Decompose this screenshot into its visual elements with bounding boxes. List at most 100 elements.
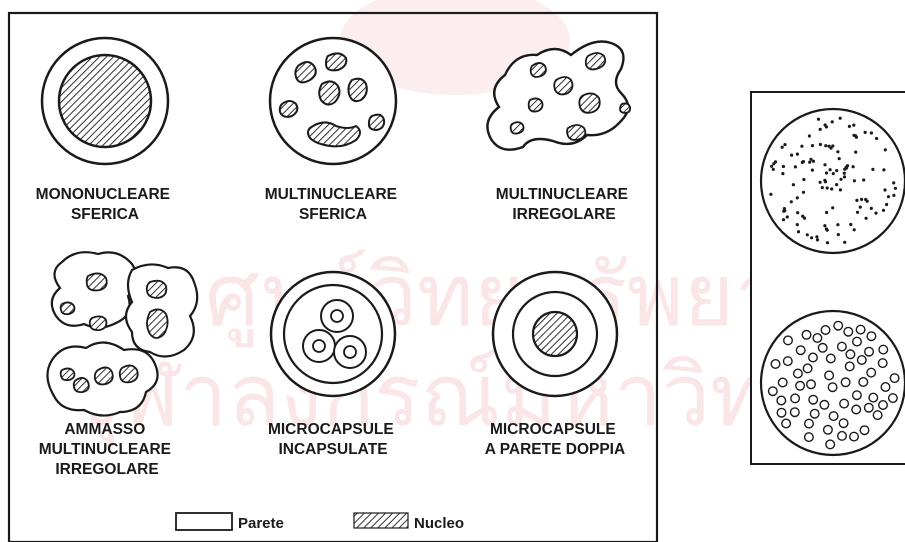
ring: [845, 362, 854, 371]
dot: [811, 169, 814, 172]
dot: [830, 187, 833, 190]
ring: [873, 411, 882, 420]
dot: [829, 147, 832, 150]
ring: [852, 405, 861, 414]
ring: [784, 336, 793, 345]
dot: [859, 206, 862, 209]
core-blob: [369, 115, 384, 130]
diagram-microcapsule-parete-doppia: [493, 272, 617, 396]
dot: [796, 196, 799, 199]
ring: [805, 433, 814, 442]
ring: [805, 419, 814, 428]
dot: [870, 131, 873, 134]
dot: [852, 165, 855, 168]
dot: [871, 168, 874, 171]
ring: [818, 344, 827, 353]
dot: [782, 218, 785, 221]
dot: [892, 194, 895, 197]
ring: [771, 360, 780, 369]
dot: [783, 207, 786, 210]
ring: [844, 327, 853, 336]
dot: [810, 236, 813, 239]
dot: [894, 187, 897, 190]
ring: [777, 396, 786, 405]
dot: [865, 217, 868, 220]
dot: [806, 233, 809, 236]
dot: [831, 120, 834, 123]
dot: [772, 162, 775, 165]
dot: [769, 193, 772, 196]
dot: [800, 145, 803, 148]
core-circle: [533, 312, 577, 356]
dot: [794, 165, 797, 168]
dot: [823, 179, 826, 182]
ring: [860, 426, 869, 435]
dot: [796, 223, 799, 226]
ring: [778, 378, 787, 387]
diagram-multinucleare-sferica: [270, 38, 396, 164]
core-blob: [348, 79, 366, 101]
ring: [889, 394, 898, 403]
ring: [858, 356, 867, 365]
dot: [781, 172, 784, 175]
ring: [856, 325, 865, 334]
ring: [796, 346, 805, 355]
dot: [835, 183, 838, 186]
dot: [848, 125, 851, 128]
dot: [819, 181, 822, 184]
legend-wall-label: Parete: [238, 515, 284, 532]
legend-core-label: Nucleo: [414, 515, 464, 532]
core-blob: [120, 365, 138, 382]
core-blob: [87, 273, 107, 290]
dot: [884, 148, 887, 151]
dot: [864, 131, 867, 134]
ring: [827, 354, 836, 363]
ring: [869, 393, 878, 402]
dot: [870, 207, 873, 210]
ring: [878, 359, 887, 368]
dot: [855, 199, 858, 202]
dot: [885, 203, 888, 206]
dot: [790, 154, 793, 157]
ring: [839, 419, 848, 428]
ring: [850, 432, 859, 441]
dot: [792, 183, 795, 186]
dot: [854, 151, 857, 154]
dot: [802, 191, 805, 194]
ring: [840, 399, 849, 408]
dot: [853, 179, 856, 182]
dot: [819, 128, 822, 131]
ring: [829, 412, 838, 421]
legend-wall-swatch: [176, 513, 232, 530]
dot: [796, 211, 799, 214]
dot: [819, 143, 822, 146]
core-blob: [319, 81, 339, 104]
dot: [770, 165, 773, 168]
ring: [810, 409, 819, 418]
ring: [802, 331, 811, 340]
core-blob: [554, 77, 572, 94]
ring: [846, 350, 855, 359]
ring: [865, 347, 874, 356]
dot: [882, 209, 885, 212]
dot: [862, 178, 865, 181]
ring: [867, 332, 876, 341]
legend: Parete Nucleo: [176, 513, 464, 532]
core-blob: [147, 309, 168, 338]
ring: [769, 387, 778, 396]
dot: [843, 172, 846, 175]
dot: [823, 224, 826, 227]
dot: [874, 212, 877, 215]
ring: [859, 378, 868, 387]
ring: [803, 364, 812, 373]
dot: [852, 124, 855, 127]
dot: [817, 118, 820, 121]
ring: [890, 374, 899, 383]
dot: [783, 143, 786, 146]
dot: [809, 158, 812, 161]
dot: [772, 168, 775, 171]
dot: [837, 233, 840, 236]
dot: [802, 178, 805, 181]
ring: [826, 440, 835, 449]
